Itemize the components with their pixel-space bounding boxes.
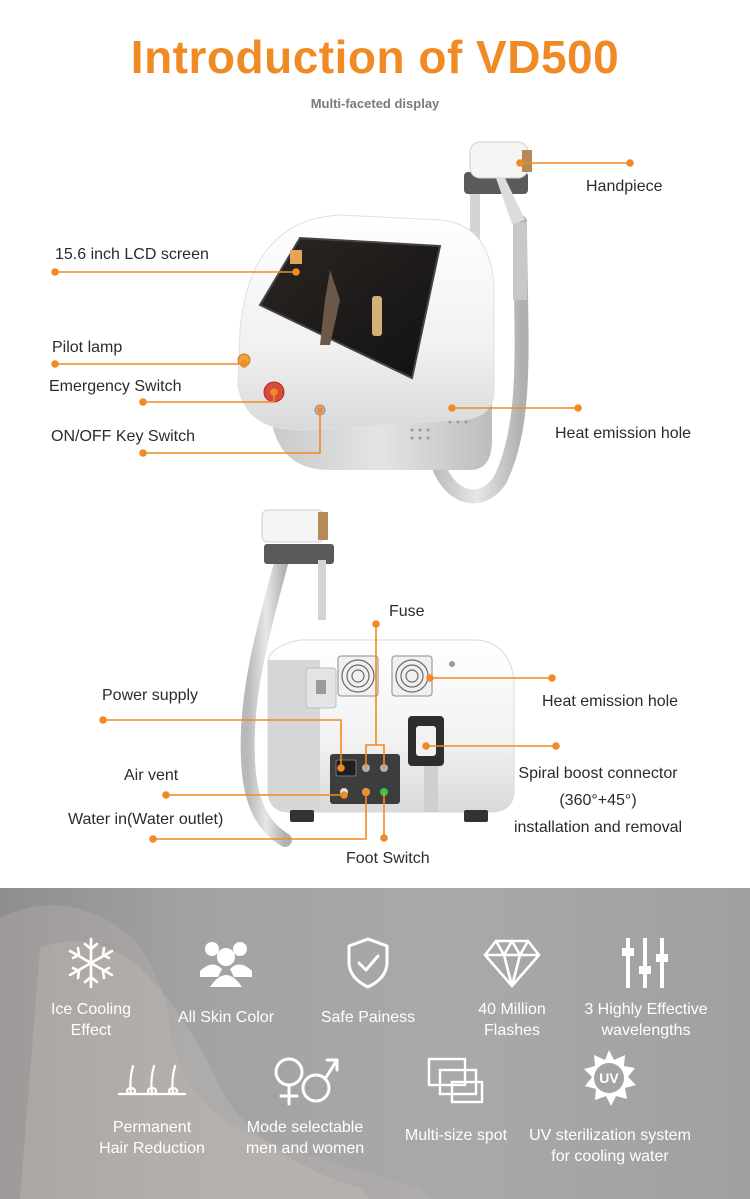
sliders-icon <box>622 938 668 988</box>
uv-sterilization-icon: UV <box>584 1050 636 1106</box>
label-lcd-screen: 15.6 inch LCD screen <box>55 246 209 263</box>
callout-lines-back <box>99 620 560 843</box>
legs-background-image <box>0 905 430 1199</box>
snowflake-icon <box>68 937 114 989</box>
callout-lines-front <box>51 159 634 457</box>
feature-multi-size-spot: Multi-size spot <box>404 1127 508 1144</box>
label-spiral-installation: installation and removal <box>513 819 683 836</box>
label-spiral-angle: (360°+45°) <box>559 792 637 809</box>
label-emergency-switch: Emergency Switch <box>49 378 182 395</box>
back-device <box>240 509 515 847</box>
diamond-icon <box>483 939 541 988</box>
front-device <box>237 141 532 504</box>
product-diagram <box>51 141 634 847</box>
multi-size-spot-icon <box>427 1057 484 1104</box>
feature-all-skin-color: All Skin Color <box>177 1009 275 1026</box>
label-spiral-connector: Spiral boost connector <box>518 765 678 782</box>
label-foot-switch: Foot Switch <box>346 850 430 867</box>
label-on-off-key-switch: ON/OFF Key Switch <box>51 428 196 445</box>
label-power-supply: Power supply <box>102 687 199 704</box>
page-subtitle: Multi-faceted display <box>310 96 440 111</box>
shield-check-icon <box>347 937 389 989</box>
label-water-in: Water in(Water outlet) <box>68 811 224 828</box>
label-handpiece: Handpiece <box>586 178 663 195</box>
label-pilot-lamp: Pilot lamp <box>52 339 123 356</box>
feature-safe-painess: Safe Painess <box>320 1009 416 1026</box>
label-air-vent: Air vent <box>124 767 179 784</box>
label-fuse: Fuse <box>389 603 425 620</box>
features-band <box>0 888 750 1199</box>
people-group-icon <box>200 942 252 987</box>
label-heat-emission-hole-back: Heat emission hole <box>542 693 679 710</box>
label-heat-emission-hole-front: Heat emission hole <box>555 425 692 442</box>
hair-follicle-icon <box>117 1064 187 1096</box>
uv-badge: UV <box>599 1070 619 1086</box>
page-title: Introduction of VD500 <box>130 31 620 83</box>
gender-symbols-icon <box>274 1057 339 1106</box>
